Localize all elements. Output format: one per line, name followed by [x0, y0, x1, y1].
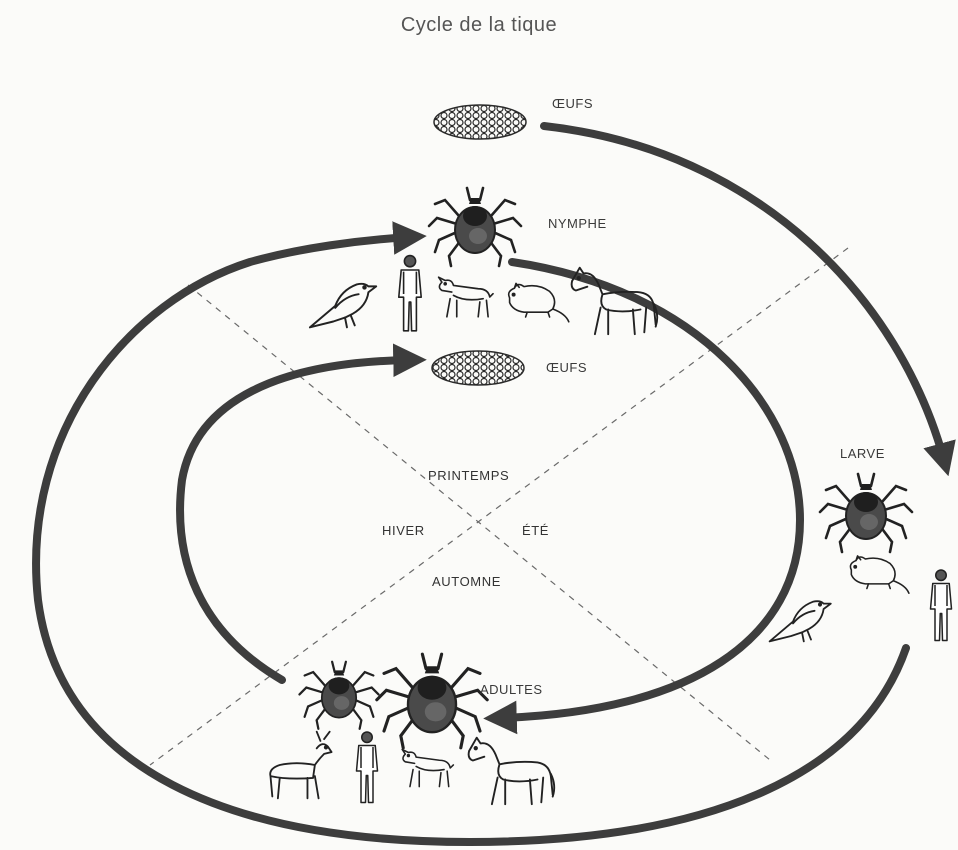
adult-male-tick-icon — [299, 662, 378, 729]
dog-icon — [439, 277, 493, 317]
season-winter: HIVER — [382, 523, 425, 538]
arrow-nymph-to-adults — [500, 262, 800, 718]
larva-tick-icon — [820, 474, 912, 552]
season-spring: PRINTEMPS — [428, 468, 509, 483]
season-summer: ÉTÉ — [522, 523, 549, 538]
label-larva: LARVE — [840, 446, 885, 461]
human-icon — [357, 732, 378, 803]
nymph-tick-icon — [429, 188, 521, 266]
label-eggs-middle: ŒUFS — [546, 360, 587, 375]
label-eggs-top: ŒUFS — [552, 96, 593, 111]
eggs-top-cluster — [434, 105, 526, 139]
bird-icon — [310, 284, 376, 328]
arrow-eggs-to-larva — [544, 126, 944, 460]
eggs-middle-cluster — [432, 351, 524, 385]
season-autumn: AUTOMNE — [432, 574, 501, 589]
adult-female-tick-icon — [377, 654, 487, 748]
rodent-icon — [850, 556, 908, 593]
rodent-icon — [509, 283, 569, 321]
deer-icon — [270, 732, 331, 799]
dog-icon — [402, 749, 453, 786]
horse-icon — [469, 738, 555, 805]
arrow-adults-to-eggs — [180, 360, 410, 680]
human-icon — [931, 570, 952, 641]
label-adults: ADULTES — [480, 682, 543, 697]
arrow-larva-to-nymph-outer — [36, 237, 906, 842]
human-icon — [399, 256, 421, 331]
label-nymph: NYMPHE — [548, 216, 607, 231]
